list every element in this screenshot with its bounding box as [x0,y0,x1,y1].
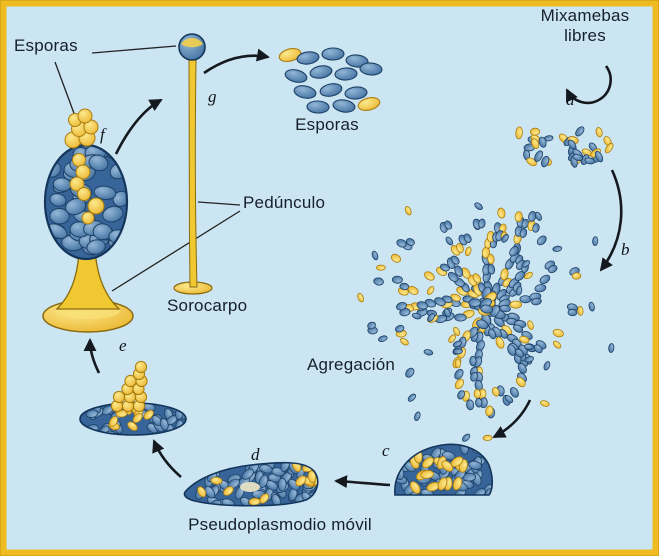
cycle-arrows [83,48,623,489]
pseudoplasmodium-slug [183,461,319,507]
arrow-to-rising-mound [152,439,182,478]
arrow-to-sorocarp [83,338,101,374]
aggregation-starburst [357,202,615,442]
arrow-b [599,169,623,272]
step-letter-b: b [621,240,630,259]
arrow-to-slug [334,475,391,489]
label-pedunculo: Pedúnculo [243,193,326,212]
mound-e-tip [110,360,148,413]
sorocarp-stalk [55,249,121,310]
step-letter-f: f [100,125,105,144]
spore-cluster [278,47,383,114]
step-letter-g: g [208,87,217,106]
label-esporas-left: Esporas [14,36,78,55]
arrow-f [114,98,163,155]
step-letter-c: c [382,441,390,460]
step-letter-a: a [566,90,575,109]
mixameba-cluster [515,126,614,168]
arrow-g [203,48,270,75]
arrow-to-mound [492,399,532,439]
label-pseudoplasmodio-movil: Pseudoplasmodio móvil [188,515,372,534]
pedunculo-illustration [173,33,213,295]
step-letter-d: d [251,445,260,464]
label-agregacion: Agregación [307,355,396,374]
label-sorocarpo: Sorocarpo [167,296,248,315]
step-letter-e: e [119,336,127,355]
label-mixamebas-libres: Mixamebas libres [540,6,630,45]
leader-lines [54,45,241,292]
label-esporas-cluster: Esporas [295,115,359,134]
sorocarp-tip [64,108,99,149]
arrow-a-loop [565,65,612,105]
